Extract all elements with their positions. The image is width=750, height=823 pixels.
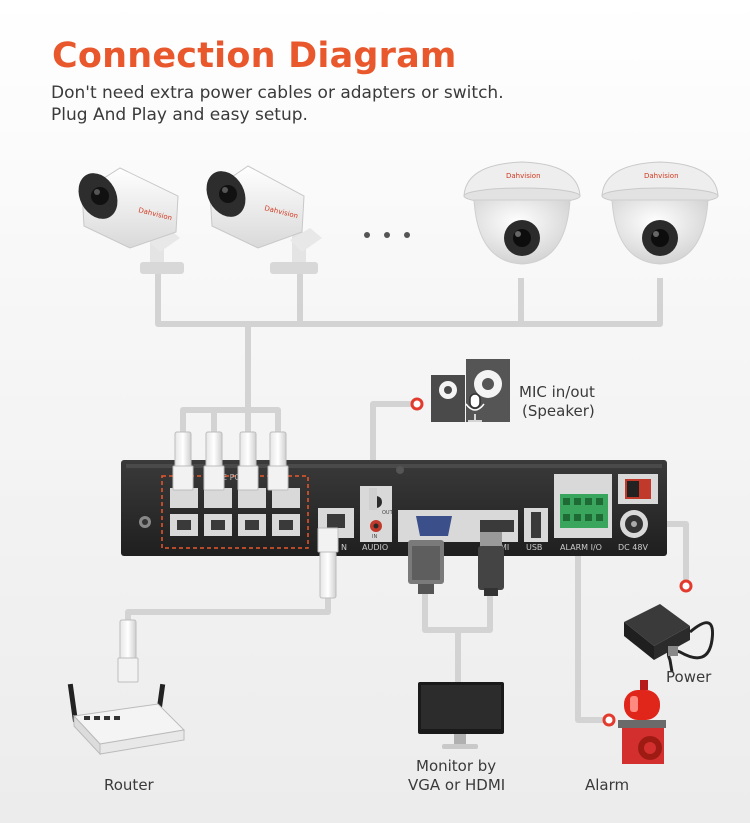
audio-port-label: AUDIO [362,543,388,552]
audio-out-label: OUT [382,510,394,516]
monitor-label-line-1: Monitor by [416,757,496,775]
more-cameras-dots [364,232,410,238]
nvr-recorder: E PO N OUT IN AUDIO MI USB ALARM I/O [121,460,667,556]
audio-in-label: IN [372,534,377,540]
camera-brand-4: Dahvision [644,172,679,180]
hdmi-port-label: MI [500,543,509,552]
hdmi-connector [478,532,504,596]
bullet-camera-1: Dahvision [78,167,184,274]
monitor-label-line-2: VGA or HDMI [408,776,505,794]
camera-brand-3: Dahvision [506,172,541,180]
diagram-title: Connection Diagram [52,36,457,76]
bullet-camera-2: Dahvision [206,165,322,274]
power-label: Power [666,668,712,686]
poe-port-label: E PO [222,473,241,482]
lan-port-label: N [341,543,347,552]
subtitle-line-2: Plug And Play and easy setup. [51,105,308,125]
alarm-port-label: ALARM I/O [560,543,602,552]
lan-connector [317,527,339,599]
router-connector [117,619,139,683]
mic-label-line-1: MIC in/out [519,383,595,401]
dome-camera-2: Dahvision [601,161,719,265]
router-icon [67,683,186,756]
connection-dots [410,397,693,727]
power-adapter-icon [624,604,715,673]
router-label: Router [104,776,155,794]
dc-port-label: DC 48V [618,543,648,552]
vga-connector [408,540,444,594]
usb-port-label: USB [526,543,542,552]
alarm-siren-icon [618,680,666,764]
audio-plug [369,488,377,510]
poe-connectors [172,431,289,491]
subtitle-line-1: Don't need extra power cables or adapter… [51,83,504,103]
diagram-subtitle: Don't need extra power cables or adapter… [51,82,504,126]
speaker-icon [431,359,510,422]
monitor-icon [418,682,504,749]
dome-camera-1: Dahvision [463,161,581,265]
mic-label-line-2: (Speaker) [522,402,595,420]
alarm-label: Alarm [585,776,629,794]
